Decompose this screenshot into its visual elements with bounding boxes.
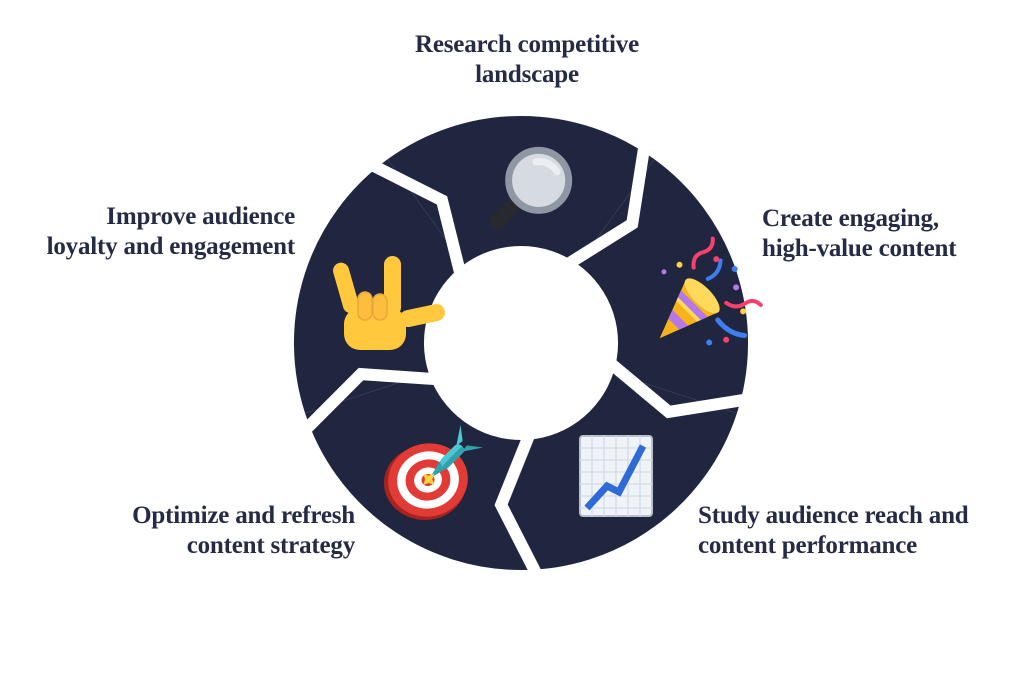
step-label-improve: Improve audience loyalty and engagement bbox=[18, 202, 296, 262]
magnifier-handle bbox=[489, 199, 520, 230]
magnifier-highlight bbox=[532, 158, 561, 176]
step-label-line: Improve audience bbox=[106, 203, 295, 230]
step-label-line: content performance bbox=[698, 532, 918, 559]
segment-gaps bbox=[296, 139, 754, 584]
hand-thumb bbox=[399, 304, 445, 328]
hand-pinky bbox=[333, 262, 359, 314]
popper-confetti bbox=[691, 236, 763, 338]
step-label-line: landscape bbox=[475, 61, 579, 88]
impact-spark bbox=[423, 473, 435, 485]
dart-target-icon bbox=[384, 424, 484, 520]
step-label-line: Study audience reach and bbox=[698, 502, 969, 529]
gap-study-optimize bbox=[494, 423, 546, 584]
chart-trend-line bbox=[584, 444, 647, 511]
step-label-line: content strategy bbox=[186, 532, 355, 559]
hand-knuckle-1 bbox=[357, 291, 373, 321]
dart-body-shade bbox=[443, 447, 465, 469]
popper-dots bbox=[661, 256, 747, 346]
hand-palm bbox=[344, 308, 406, 350]
segment-create bbox=[576, 159, 749, 414]
magnifying-glass-icon bbox=[489, 146, 573, 230]
love-you-gesture-icon bbox=[333, 256, 445, 350]
dart bbox=[423, 424, 484, 485]
step-label-line: Create engaging, bbox=[762, 205, 939, 232]
hand-knuckle-2 bbox=[372, 293, 388, 321]
gap-optimize-improve bbox=[296, 367, 446, 439]
step-label-create: Create engaging, high-value content bbox=[762, 204, 1030, 264]
chart-increasing-icon bbox=[579, 435, 653, 517]
step-label-study: Study audience reach and content perform… bbox=[698, 501, 1030, 561]
party-popper-icon bbox=[659, 236, 763, 346]
popper-opening bbox=[684, 278, 720, 314]
gap-create-study bbox=[599, 352, 754, 419]
step-label-line: Research competitive bbox=[415, 31, 639, 58]
step-label-line: high-value content bbox=[762, 235, 957, 262]
step-label-optimize: Optimize and refresh content strategy bbox=[95, 501, 355, 561]
dart-fin-left bbox=[456, 424, 463, 447]
gap-research-create bbox=[557, 139, 652, 274]
step-label-line: loyalty and engagement bbox=[46, 233, 296, 260]
hand-index bbox=[384, 256, 401, 316]
step-label-research: Research competitive landscape bbox=[322, 30, 732, 90]
step-label-line: Optimize and refresh bbox=[132, 502, 355, 529]
gap-improve-research bbox=[363, 156, 469, 285]
dart-fin-right bbox=[461, 445, 484, 452]
